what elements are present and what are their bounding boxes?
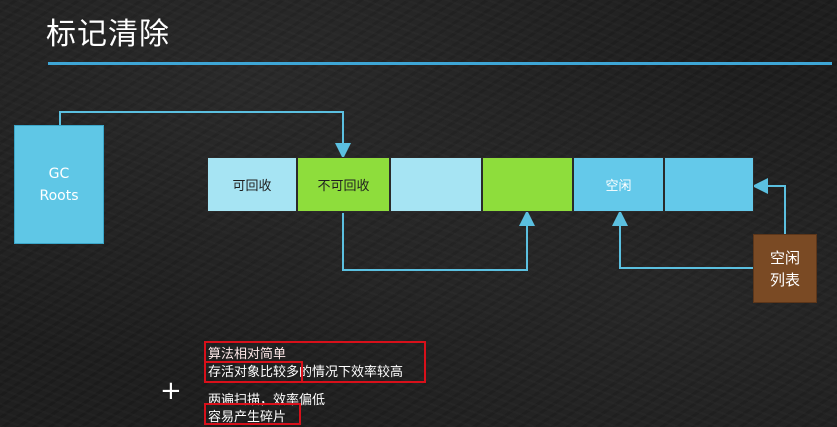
memory-cell-3 bbox=[390, 157, 482, 212]
title-underline bbox=[48, 62, 832, 65]
arrow-freelist-to-free bbox=[612, 210, 768, 269]
memory-cell-6 bbox=[664, 157, 754, 212]
note-con-fragmentation: 容易产生碎片 bbox=[208, 410, 287, 425]
note-pro-efficient: 存活对象比较多的情况下效率较高 bbox=[208, 365, 404, 380]
highlight-box-keyword bbox=[204, 361, 303, 383]
memory-cell-free: 空闲 bbox=[573, 157, 664, 212]
memory-cell-4 bbox=[482, 157, 573, 212]
arrow-reachable-to-next bbox=[342, 210, 535, 271]
memory-cell-reclaimable: 可回收 bbox=[207, 157, 297, 212]
highlight-box-fragmentation bbox=[204, 403, 301, 425]
plus-icon: + bbox=[160, 376, 182, 406]
free-list-node: 空闲 列表 bbox=[753, 234, 817, 303]
slide-title: 标记清除 bbox=[46, 17, 170, 52]
arrow-roots-to-reachable bbox=[59, 111, 351, 159]
memory-cell-live: 不可回收 bbox=[297, 157, 390, 212]
gc-roots-node: GC Roots bbox=[14, 125, 104, 244]
note-pro-simple: 算法相对简单 bbox=[208, 347, 287, 362]
arrow-freelist-to-last bbox=[752, 178, 786, 234]
